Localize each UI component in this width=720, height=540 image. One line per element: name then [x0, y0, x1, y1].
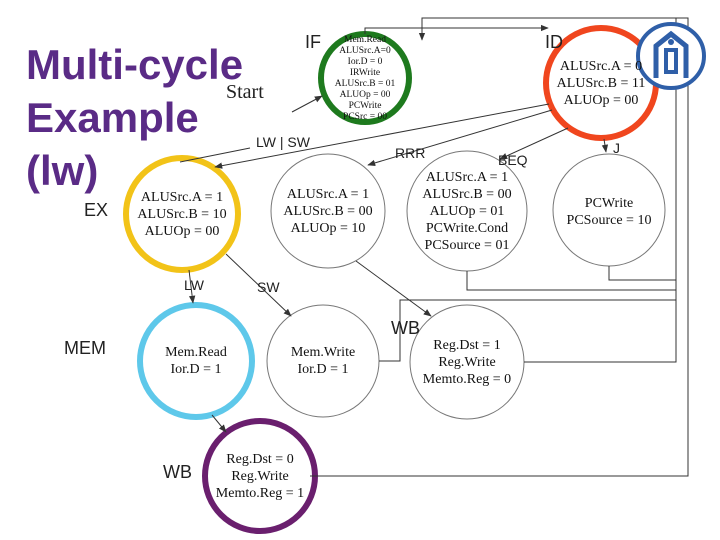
- stage-label-id: ID: [545, 32, 563, 52]
- arrow-id-to-ex-j: [601, 138, 609, 153]
- return-path-outer: [310, 17, 689, 477]
- state-line: ALUOp = 10: [290, 221, 366, 236]
- state-wb-lw-text: Reg.Dst = 0 Reg.Write Memto.Reg = 1: [205, 451, 315, 502]
- return-path-wb-r: [524, 18, 677, 363]
- stage-label-ex: EX: [84, 200, 109, 220]
- title-line-1: Multi-cycle: [26, 41, 244, 88]
- stage-label-wb-left: WB: [163, 462, 192, 482]
- state-ex-beq-text: ALUSrc.A = 1 ALUSrc.B = 00 ALUOp = 01 PC…: [410, 169, 524, 254]
- state-line: ALUSrc.A = 0: [559, 59, 643, 74]
- state-mem-read-text: Mem.Read Ior.D = 1: [144, 344, 248, 378]
- state-line: Ior.D = 0: [347, 57, 383, 67]
- state-ex-r-text: ALUSrc.A = 1 ALUSrc.B = 00 ALUOp = 10: [276, 186, 380, 237]
- transition-label-rrr: RRR: [395, 145, 426, 161]
- state-line: Reg.Dst = 1: [433, 338, 501, 353]
- start-arrow: [291, 95, 323, 113]
- state-line: ALUSrc.B = 01: [334, 79, 396, 89]
- state-line: PCSource = 01: [424, 238, 510, 253]
- state-line: Mem.Write: [290, 345, 356, 360]
- state-wb-r-text: Reg.Dst = 1 Reg.Write Memto.Reg = 0: [412, 337, 522, 388]
- arrow-mem-to-wb: [211, 414, 227, 433]
- state-line: Reg.Dst = 0: [226, 452, 294, 467]
- title-line-3: (lw): [26, 147, 99, 194]
- stage-label-mem: MEM: [64, 338, 106, 358]
- state-mem-write-text: Mem.Write Ior.D = 1: [271, 344, 375, 378]
- state-ex-lw-text: ALUSrc.A = 1 ALUSrc.B = 10 ALUOp = 00: [130, 189, 234, 240]
- transition-label-beq: BEQ: [498, 152, 528, 168]
- state-line: PCWrite: [348, 101, 382, 111]
- state-line: ALUOp = 01: [429, 204, 505, 219]
- state-line: Reg.Write: [231, 469, 289, 484]
- state-line: Ior.D = 1: [297, 362, 349, 377]
- state-line: ALUSrc.B = 10: [137, 207, 227, 222]
- state-id-text: ALUSrc.A = 0 ALUSrc.B = 11 ALUOp = 00: [548, 58, 654, 109]
- state-line: Memto.Reg = 0: [422, 372, 512, 387]
- return-path-mem-write: [379, 299, 676, 362]
- arrow-id-to-ex-r: [367, 109, 553, 167]
- state-line: ALUOp = 00: [144, 224, 220, 239]
- state-line: IRWrite: [349, 68, 381, 78]
- state-line: Reg.Write: [438, 355, 496, 370]
- start-label: Start: [226, 81, 264, 103]
- state-ex-lw-circle: [123, 155, 241, 273]
- state-line: ALUOp = 00: [563, 93, 639, 108]
- state-ex-j-text: PCWrite PCSource = 10: [556, 195, 662, 229]
- institution-logo-icon: [636, 22, 706, 90]
- transition-label-lw-sw: LW | SW: [256, 134, 310, 150]
- state-line: ALUSrc.A=0: [339, 46, 391, 56]
- arrow-ex-r-to-wb: [355, 260, 432, 317]
- stage-label-wb-right: WB: [391, 318, 420, 338]
- state-line: ALUSrc.A = 1: [425, 170, 509, 185]
- state-line: Mem.Read: [344, 35, 386, 45]
- state-line: Ior.D = 1: [170, 362, 222, 377]
- arrow-id-to-ex-lw: [214, 103, 550, 169]
- state-line: PCSrc = 00: [343, 112, 387, 122]
- state-line: ALUSrc.B = 00: [283, 204, 373, 219]
- title-line-2: Example: [26, 94, 199, 141]
- state-line: ALUSrc.A = 1: [140, 190, 224, 205]
- state-line: ALUOp = 00: [339, 90, 391, 100]
- state-line: Mem.Read: [165, 345, 227, 360]
- return-path-j: [608, 266, 676, 281]
- state-line: ALUSrc.B = 00: [422, 187, 512, 202]
- state-ex-r-circle: [270, 153, 386, 269]
- return-path-beq: [466, 271, 676, 291]
- state-line: ALUSrc.B = 11: [556, 76, 646, 91]
- state-if-text: Mem.Read ALUSrc.A=0 Ior.D = 0 IRWrite AL…: [325, 35, 405, 123]
- arrow-ex-to-mem-write: [225, 253, 292, 317]
- state-line: PCSource = 10: [566, 213, 652, 228]
- state-line: PCWrite.Cond: [425, 221, 509, 236]
- lw-sw-underline: [179, 147, 251, 163]
- state-line: ALUSrc.A = 1: [286, 187, 370, 202]
- transition-label-lw: LW: [184, 277, 204, 293]
- arrow-ex-to-mem-read: [188, 269, 196, 304]
- state-mem-read-circle: [137, 302, 255, 420]
- arrow-if-to-id: [364, 24, 549, 34]
- arrow-id-to-ex-beq: [499, 127, 569, 160]
- slide-title: Multi-cycle Example (lw): [26, 38, 243, 197]
- transition-label-sw: SW: [257, 279, 280, 295]
- state-line: Memto.Reg = 1: [215, 486, 305, 501]
- state-line: PCWrite: [584, 196, 634, 211]
- transition-label-j: J: [613, 140, 620, 156]
- stage-label-if: IF: [305, 32, 321, 52]
